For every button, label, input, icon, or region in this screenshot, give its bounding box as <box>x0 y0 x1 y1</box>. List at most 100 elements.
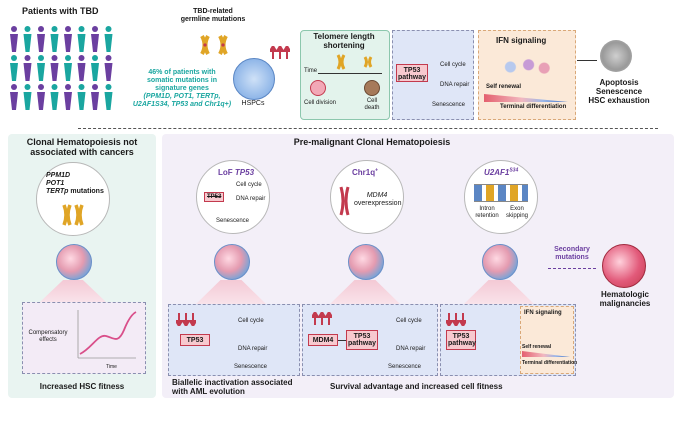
lof-tp53-title: LoF TP53 <box>218 168 254 177</box>
decrease-arrows-icon <box>176 313 196 326</box>
compensatory-line2: effects <box>39 336 57 343</box>
u2af1-sup: S34 <box>509 167 519 174</box>
patient-figure-icon <box>50 26 59 52</box>
left-gene-list: PPM1D POT1 TERTp mutations <box>46 172 104 196</box>
hspc-cluster <box>233 58 275 100</box>
tp53-pathway-line2: pathway <box>398 74 427 82</box>
patient-figure-icon <box>10 84 18 110</box>
telomere-chromosome-icon <box>336 54 373 70</box>
hematologic-malignancies: Hematologic malignancies <box>590 290 660 308</box>
patient-figure-icon <box>91 26 99 52</box>
to-malignancy-arrow <box>548 268 596 269</box>
chr1q-label: Chr1q <box>352 168 376 177</box>
exon-line1: Exon <box>510 206 524 212</box>
cell-division-label: Cell division <box>304 100 337 106</box>
b2-dna-repair: DNA repair <box>396 346 426 352</box>
right-panel-title: Pre-malignant Clonal Hematopoiesis <box>293 137 451 147</box>
top-to-bottom-connector <box>78 128 658 129</box>
self-renewal-label: Self renewal <box>486 84 522 90</box>
b3-gradient-bar <box>522 351 570 357</box>
tp53-pathway-panel <box>392 30 474 120</box>
secondary-line2: mutations <box>555 254 589 262</box>
hsc-exhaustion-label: HSC exhaustion <box>588 96 650 106</box>
right-footer-2: Survival advantage and increased cell fi… <box>330 382 503 391</box>
chr1q-title: Chr1q+ <box>352 167 379 177</box>
compensatory-graph-box <box>22 302 146 374</box>
dna-repair-label: DNA repair <box>440 82 470 88</box>
b2-tp53-pathway-box: TP53 pathway <box>346 330 378 350</box>
u2af1-label: U2AF1 <box>484 168 510 177</box>
footer1-line2: with AML evolution <box>172 387 245 397</box>
patient-figure-icon <box>37 84 45 110</box>
b2-cell-cycle: Cell cycle <box>396 318 422 324</box>
secondary-mutations: Secondary mutations <box>544 246 600 262</box>
patient-figure-icon <box>104 55 113 81</box>
u2af1-cell-cluster <box>482 244 518 280</box>
right-footer-1: Biallelic inactivation associated with A… <box>172 378 293 396</box>
ifn-title: IFN signaling <box>496 36 547 45</box>
u2af1-title: U2AF1S34 <box>484 167 519 177</box>
left-title-line2: associated with cancers <box>30 147 134 158</box>
stat-line-1: 46% of patients with <box>148 69 216 76</box>
chr1q-sup: + <box>375 167 379 174</box>
genes-suffix: mutations <box>70 188 104 196</box>
b3-ifn-title: IFN signaling <box>524 310 562 316</box>
patient-figure-icon <box>23 55 32 81</box>
senescence-outcome-label: Senescence <box>595 87 643 97</box>
patient-figure-icon <box>10 26 18 52</box>
lof-cell-cycle: Cell cycle <box>236 182 262 188</box>
lof-cell-cluster <box>214 244 250 280</box>
tp53-pathway-line1: TP53 <box>403 67 421 74</box>
chr1q-chromosome-icon <box>339 186 350 216</box>
gene-tertp: TERTp <box>46 188 69 196</box>
left-title-line1: Clonal Hematopoiesis not <box>26 137 138 147</box>
mdm4-increase-arrows-icon <box>312 312 332 325</box>
patient-figure-icon <box>37 55 45 81</box>
b1-senescence: Senescence <box>234 364 268 370</box>
b2-tp53-line1: TP53 <box>353 333 371 340</box>
gene-ppm1d: PPM1D <box>46 172 71 179</box>
cell-death-line2: death <box>364 104 380 111</box>
b2-mdm4-box: MDM4 <box>308 334 338 346</box>
exon-line2: skipping <box>505 212 528 219</box>
graph-x-label: Time <box>106 364 117 370</box>
patient-figure-icon <box>10 55 18 81</box>
patient-figure-icon <box>91 84 99 110</box>
dividing-cell-icon <box>310 80 326 96</box>
b3-tp53-pathway-box: TP53 pathway <box>446 330 476 350</box>
telomere-title-line1: Telomere length <box>313 32 375 41</box>
splicing-diagram-icon <box>474 184 528 202</box>
secondary-line1: Secondary <box>554 246 590 253</box>
b2-senescence: Senescence <box>388 364 422 370</box>
left-circle <box>36 162 110 236</box>
b3-tp53-line2: pathway <box>448 340 477 348</box>
ifn-cells-icon <box>500 56 552 78</box>
compensatory-label: Compensatory effects <box>26 330 70 344</box>
apoptosis-outcome: Apoptosis Senescence HSC exhaustion <box>586 78 652 106</box>
tp53-pathway-box: TP53 pathway <box>396 64 428 82</box>
mdm4-gene: MDM4 <box>366 192 388 199</box>
chromosome-icon <box>200 35 228 55</box>
b3-tp53-line1: TP53 <box>452 333 470 340</box>
lof-tp53-crossed: TP53 <box>204 192 225 202</box>
left-cell-cluster <box>56 244 92 280</box>
senescence-label: Senescence <box>432 102 466 108</box>
lof-gene: TP53 <box>234 168 255 177</box>
cell-cycle-label: Cell cycle <box>440 62 466 68</box>
patient-figure-icon <box>77 26 86 52</box>
stat-line-5: U2AF1S34, TP53 and Chr1q+) <box>132 101 232 109</box>
chr1q-cell-cluster <box>348 244 384 280</box>
stat-line-2: somatic mutations in <box>146 77 217 85</box>
mdm4-inhibits-tp53 <box>338 340 346 341</box>
b1-tp53-box: TP53 <box>180 334 210 346</box>
cell-death-label: Cell death <box>360 98 384 112</box>
germline-mutations-label: TBD-related germline mutations <box>180 8 246 24</box>
time-arrow <box>318 73 382 74</box>
terminal-diff-label: Terminal differentiation <box>500 104 567 110</box>
patient-figures <box>10 26 113 110</box>
patient-figure-icon <box>50 55 59 81</box>
patient-figure-icon <box>23 26 32 52</box>
patient-figure-icon <box>104 26 113 52</box>
patient-figure-icon <box>64 55 72 81</box>
patients-title: Patients with TBD <box>22 6 99 16</box>
